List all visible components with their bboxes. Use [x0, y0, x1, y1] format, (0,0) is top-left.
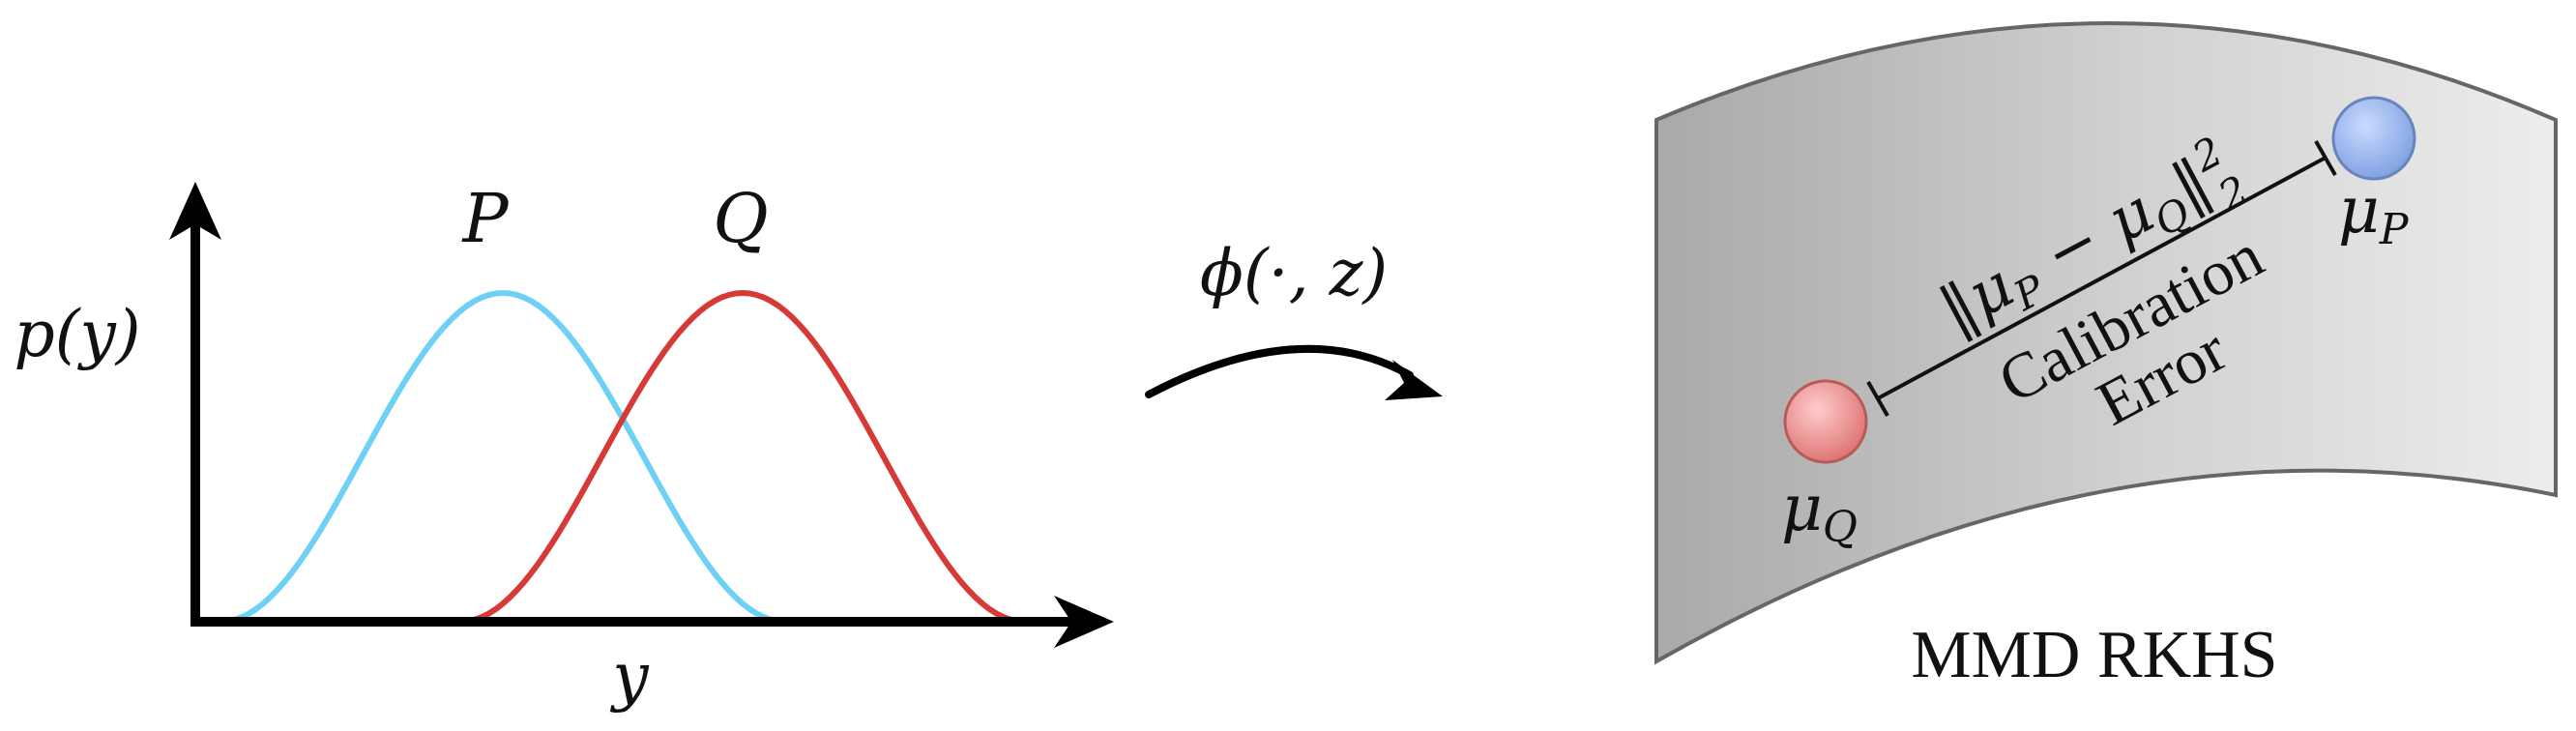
- curve-p-label: P: [460, 179, 510, 258]
- density-plot: p(y) y P Q: [14, 179, 1114, 714]
- y-axis-arrowhead: [169, 182, 221, 240]
- space-label: MMD RKHS: [1911, 618, 2277, 692]
- mapping-label: ϕ(·, z): [1200, 236, 1388, 310]
- distance-tick-p: [2314, 140, 2337, 176]
- mu-p-label: μP: [2338, 173, 2410, 254]
- x-axis-label: y: [609, 639, 649, 714]
- mu-q-point: [1783, 379, 1868, 464]
- y-axis-label: p(y): [14, 297, 140, 371]
- mapping-arrow-curve: [1145, 344, 1414, 398]
- rkhs-surface: ‖μP − μQ‖22 Calibration Error μP μQ MMD …: [1654, 21, 2558, 692]
- curve-p: [218, 289, 788, 625]
- distance-tick-q: [1866, 381, 1889, 417]
- distance-line: [1877, 156, 2327, 400]
- mu-q-label: μQ: [1781, 471, 1858, 552]
- mu-p-point: [2331, 96, 2416, 181]
- rkhs-sheet: [1654, 21, 2558, 665]
- x-axis-arrowhead: [1054, 596, 1114, 648]
- mapping-arrowhead: [1385, 360, 1443, 400]
- feature-map-arrow: ϕ(·, z): [1145, 236, 1443, 400]
- curve-q: [457, 289, 1028, 625]
- curve-q-label: Q: [713, 179, 768, 258]
